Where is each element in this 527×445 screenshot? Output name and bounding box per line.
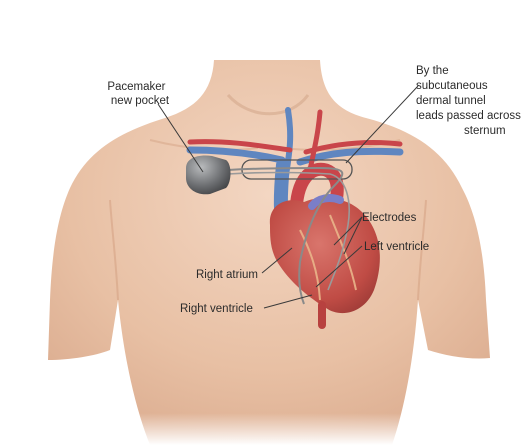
label-left-ventricle: Left ventricle [364,241,429,253]
bottom-fade [0,300,527,445]
label-pacemaker: Pacemaker new pocket [107,81,170,107]
pacemaker-device [186,156,231,195]
label-right-atrium: Right atrium [196,269,258,281]
label-right-ventricle: Right ventricle [180,303,253,315]
label-electrodes: Electrodes [362,212,417,224]
label-tunnel: By the subcutaneous dermal tunnel leads … [416,65,524,137]
